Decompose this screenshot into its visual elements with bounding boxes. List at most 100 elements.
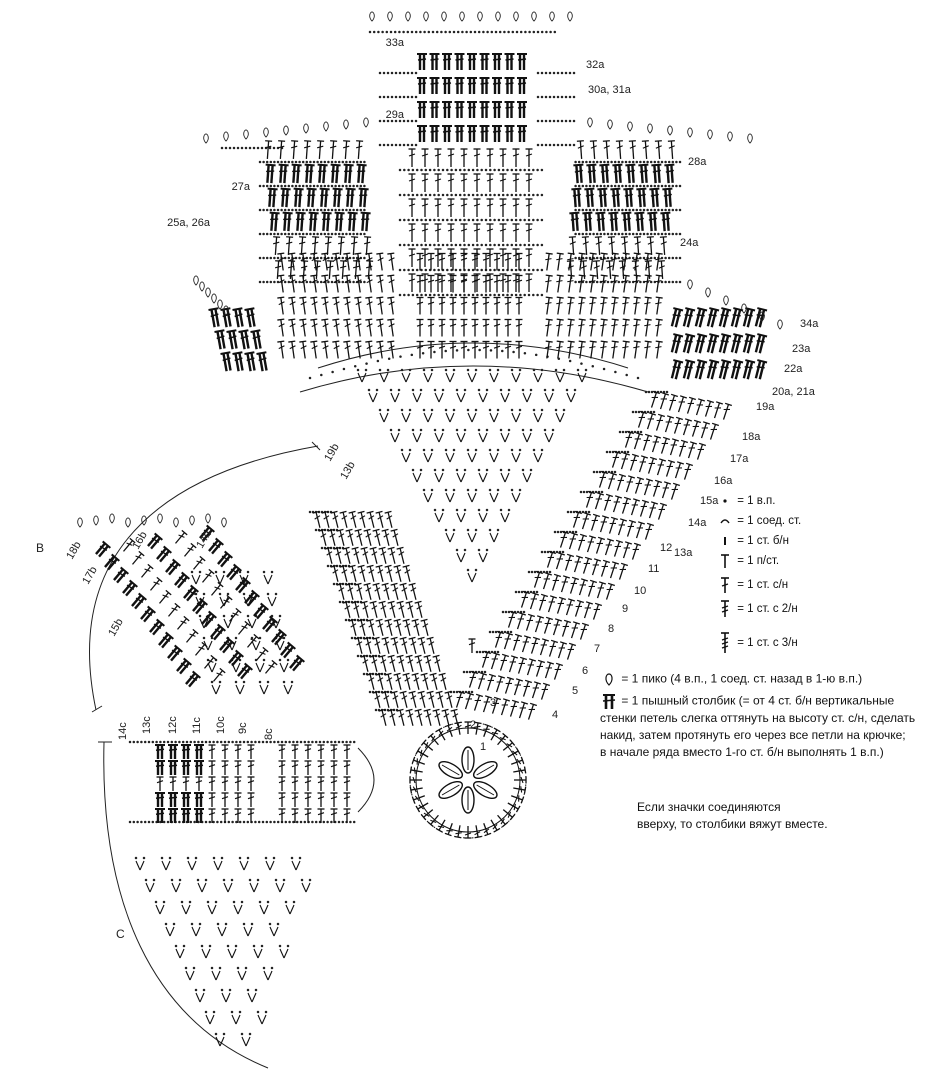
stitch-stroke: [467, 130, 477, 133]
stitch-stroke: [627, 212, 631, 231]
stitch-stroke: [473, 153, 481, 157]
chain-dot: [480, 293, 483, 297]
chain-dot: [635, 160, 639, 164]
stitch-stroke: [438, 257, 446, 261]
stitch-stroke: [416, 472, 422, 483]
stitch-stroke: [452, 713, 459, 718]
stitch-symbol: [408, 582, 417, 600]
stitch-stroke: [475, 693, 484, 698]
stitch-stroke: [291, 748, 299, 752]
stitch-stroke: [335, 297, 339, 315]
stitch-stroke: [640, 165, 644, 184]
stitch-stroke: [486, 153, 494, 157]
stitch-stroke: [486, 178, 494, 182]
stitch-stroke: [135, 597, 144, 604]
stitch-symbol: [612, 163, 623, 184]
stitch-stroke: [375, 584, 381, 600]
stitch-stroke: [369, 654, 377, 658]
stitch-stroke: [312, 510, 320, 514]
stitch-stroke: [362, 551, 369, 556]
stitch-stroke: [467, 452, 473, 463]
stitch-stroke: [649, 507, 656, 509]
stitch-stroke: [567, 302, 574, 305]
stitch-stroke: [231, 654, 242, 667]
stitch-symbol: [365, 252, 373, 271]
chain-dot: [254, 740, 257, 744]
stitch-stroke: [442, 82, 452, 85]
chain-dot: [262, 966, 266, 970]
stitch-symbol: [565, 598, 576, 616]
chain-dot: [507, 610, 511, 614]
stitch-stroke: [171, 882, 177, 893]
stitch-symbol: [722, 402, 733, 420]
stitch-stroke: [380, 551, 387, 556]
stitch-stroke: [381, 710, 387, 726]
stitch-symbol: [399, 636, 408, 654]
chain-dot: [218, 680, 222, 684]
stitch-symbol: [408, 690, 417, 708]
stitch-stroke: [556, 296, 564, 299]
stitch-stroke: [362, 659, 369, 664]
chain-dot: [556, 95, 560, 99]
stitch-stroke: [278, 812, 286, 816]
stitch-stroke: [338, 587, 345, 592]
stitch-symbol: [577, 533, 588, 551]
stitch-stroke: [208, 780, 216, 784]
stitch-stroke: [244, 330, 250, 349]
chain-dot: [628, 184, 631, 188]
chain-dot: [410, 143, 414, 147]
stitch-stroke: [559, 532, 567, 548]
chain-dot: [631, 160, 635, 164]
chain-dot: [287, 160, 291, 164]
chain-dot: [649, 232, 653, 236]
stitch-stroke: [194, 796, 204, 799]
chain-dot: [446, 193, 449, 197]
chain-dot: [414, 143, 418, 147]
stitch-stroke: [611, 340, 619, 343]
stitch-stroke: [625, 189, 629, 208]
stitch-symbol: [567, 274, 575, 293]
chain-dot: [162, 740, 166, 744]
stitch-symbol: [332, 252, 340, 271]
chain-dot: [265, 740, 269, 744]
stitch-symbol: [141, 563, 154, 578]
stitch-symbol: [567, 296, 575, 315]
chain-dot: [316, 160, 319, 164]
chain-dot: [226, 944, 230, 948]
stitch-stroke: [430, 819, 437, 824]
stitch-stroke: [493, 827, 501, 833]
stitch-symbol: [408, 636, 417, 654]
chain-dot: [536, 293, 539, 297]
stitch-stroke: [556, 598, 564, 614]
chain-dot: [430, 488, 434, 492]
stitch-stroke: [390, 432, 396, 443]
stitch-stroke: [346, 341, 350, 359]
stitch-stroke: [449, 492, 455, 503]
stitch-stroke: [416, 392, 422, 403]
stitch-stroke: [611, 193, 620, 197]
stitch-stroke: [710, 361, 718, 380]
stitch-stroke: [300, 257, 307, 262]
chain-dot: [378, 95, 382, 99]
stitch-stroke: [533, 572, 541, 588]
stitch-stroke: [280, 319, 284, 337]
stitch-stroke: [279, 662, 285, 673]
chain-dot: [523, 268, 526, 272]
chain-dot: [602, 367, 606, 371]
stitch-symbol: [387, 340, 395, 359]
chain-dot: [467, 168, 471, 172]
stitch-stroke: [369, 674, 375, 690]
stitch-symbol: [518, 701, 529, 719]
stitch-symbol: [542, 572, 553, 590]
chain-dot: [206, 900, 210, 904]
stitch-stroke: [504, 301, 512, 305]
stitch-stroke: [621, 241, 628, 245]
stitch-stroke: [283, 212, 287, 231]
stitch-symbol: [586, 535, 597, 553]
stitch-symbol: [633, 274, 641, 293]
stitch-stroke: [401, 452, 407, 463]
stitch-stroke: [195, 574, 201, 585]
stitch-symbol: [348, 564, 357, 582]
stitch-stroke: [278, 796, 286, 800]
stitch-stroke: [350, 623, 357, 628]
